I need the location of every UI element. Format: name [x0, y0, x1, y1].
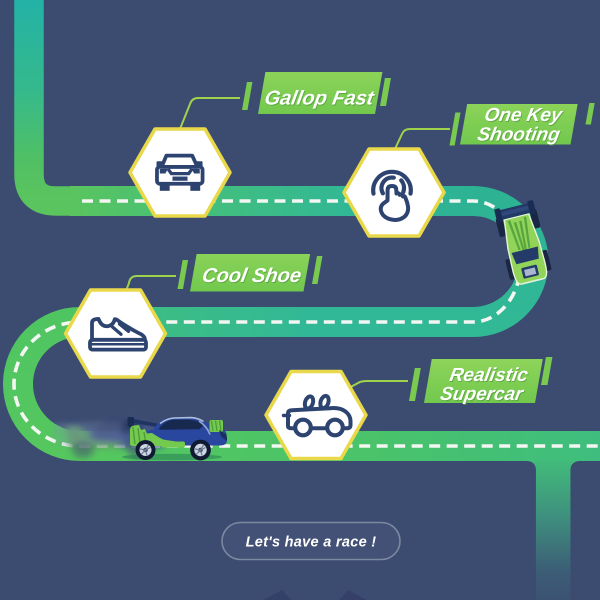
svg-text:Shooting: Shooting — [476, 125, 562, 146]
svg-text:Let's have a race !: Let's have a race ! — [246, 535, 377, 551]
svg-text:Cool Shoe: Cool Shoe — [200, 265, 303, 287]
svg-text:Gallop Fast: Gallop Fast — [263, 88, 377, 110]
svg-text:Cool Shoe: Cool Shoe — [201, 266, 304, 288]
svg-text:Realistic: Realistic — [449, 366, 531, 387]
svg-text:One Key: One Key — [484, 106, 566, 127]
svg-text:Gallop Fast: Gallop Fast — [264, 89, 378, 111]
svg-text:Shooting: Shooting — [477, 126, 563, 147]
svg-text:Realistic: Realistic — [448, 365, 530, 386]
svg-text:Supercar: Supercar — [439, 384, 526, 405]
svg-text:One Key: One Key — [483, 105, 565, 126]
svg-text:Supercar: Supercar — [439, 385, 526, 406]
